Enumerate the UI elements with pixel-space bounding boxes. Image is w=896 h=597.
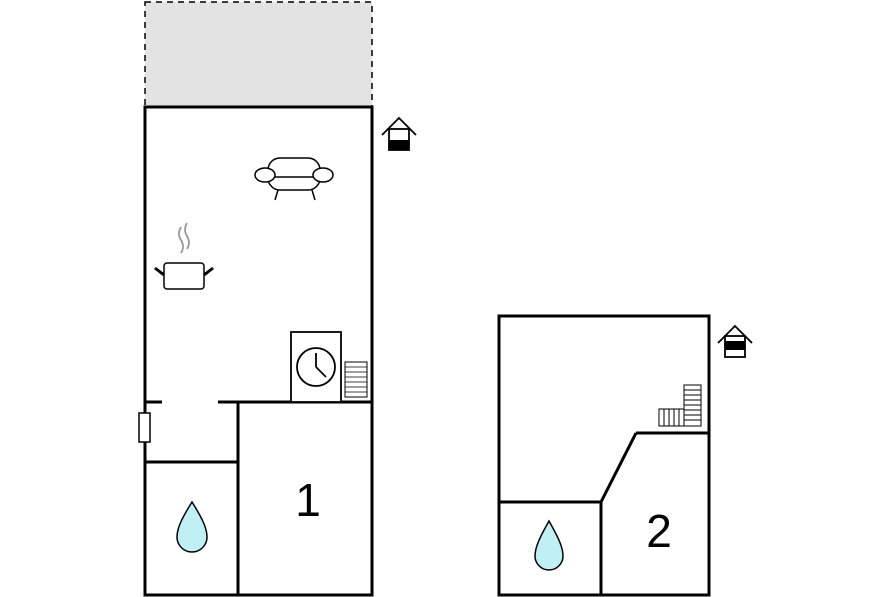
floor-1-outer-wall xyxy=(143,105,374,597)
water-drop-icon xyxy=(176,500,208,553)
floor-2-outer-wall xyxy=(497,314,711,597)
floor-level-ground-icon xyxy=(381,116,417,151)
floor-1-label: 1 xyxy=(295,474,321,526)
entrance-door xyxy=(138,412,151,443)
water-drop-icon xyxy=(534,519,564,571)
stairs-icon xyxy=(658,384,702,427)
floor-level-upper-icon xyxy=(717,324,753,358)
interior-wall xyxy=(599,432,638,503)
sofa-icon xyxy=(254,157,334,201)
floor-1-plan: 1 xyxy=(138,1,417,597)
sauna-bench-icon xyxy=(344,361,368,398)
floor-2-label: 2 xyxy=(646,505,672,557)
cooking-pot-icon xyxy=(154,222,214,290)
floor-2-plan: 2 xyxy=(497,314,753,597)
sauna-clock-icon xyxy=(290,331,342,403)
terrace-area xyxy=(144,1,373,108)
